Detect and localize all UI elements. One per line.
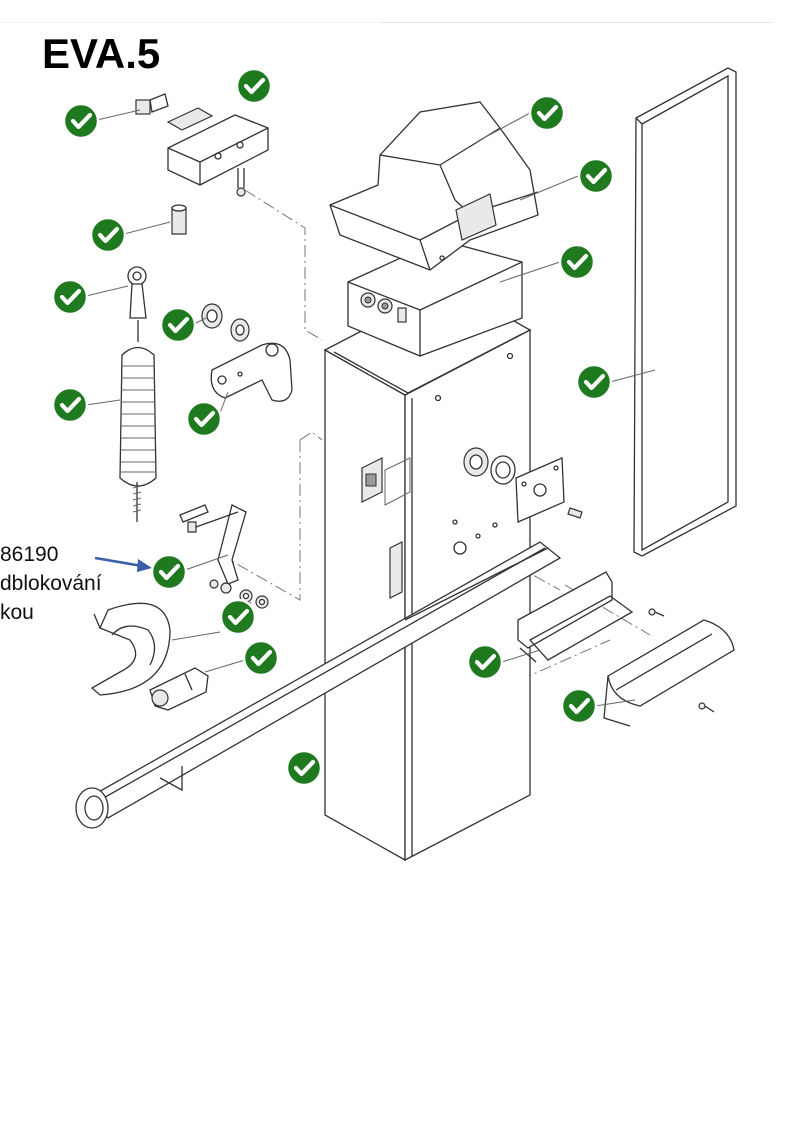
motor-plate	[463, 447, 583, 523]
release-disc	[90, 602, 209, 711]
note-line-part-number: 86190	[0, 543, 59, 566]
check-circle-icon	[53, 280, 87, 314]
control-unit	[347, 239, 523, 357]
check-circle-icon	[187, 402, 221, 436]
boom-profiles	[517, 571, 735, 727]
check-circle-icon	[468, 645, 502, 679]
check-circle-icon	[221, 600, 255, 634]
check-circle-icon	[91, 218, 125, 252]
check-circle-icon	[64, 104, 98, 138]
top-rule-left	[0, 22, 375, 23]
top-rule-right	[380, 22, 772, 23]
check-circle-icon	[577, 365, 611, 399]
check-circle-icon	[579, 159, 613, 193]
note-line-suffix: kou	[0, 601, 34, 624]
leader-lines	[85, 109, 656, 707]
top-cover	[329, 101, 539, 271]
check-circle-icon	[53, 388, 87, 422]
bracket-assembly	[135, 93, 269, 235]
arrow-right-icon	[94, 556, 152, 572]
check-circle-icon	[562, 689, 596, 723]
check-circle-icon	[530, 96, 564, 130]
check-circle-icon	[287, 751, 321, 785]
balance-spring	[119, 266, 157, 522]
check-circle-icon	[560, 245, 594, 279]
part-note: 86190 dblokování kou	[0, 540, 102, 627]
side-panel	[633, 67, 737, 557]
boom-arm	[75, 541, 562, 829]
release-lever	[179, 504, 269, 609]
note-line-description: dblokování	[0, 572, 102, 595]
check-circle-icon	[161, 308, 195, 342]
check-circle-icon	[152, 555, 186, 589]
check-circle-icon	[237, 69, 271, 103]
lever-and-washers	[201, 303, 293, 402]
page-title: EVA.5	[42, 30, 161, 77]
check-circle-icon	[244, 641, 278, 675]
